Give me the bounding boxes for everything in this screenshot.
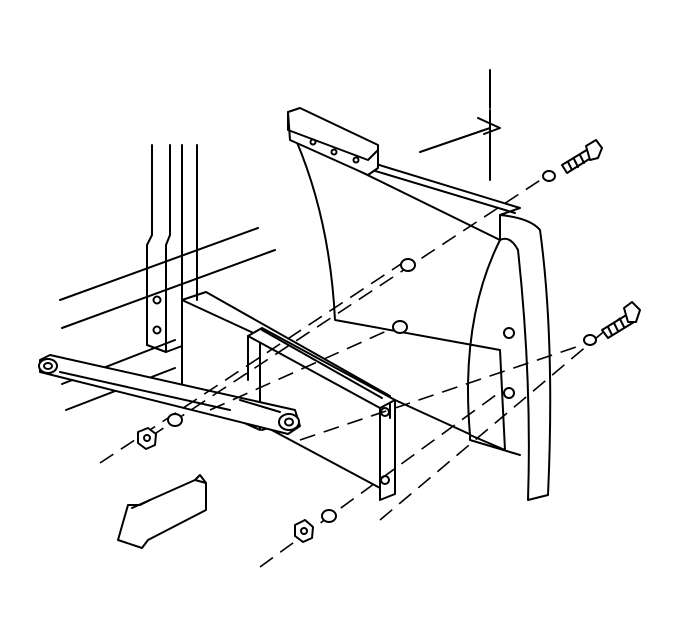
alignment-lines: [99, 174, 621, 568]
bolt-upper: [561, 139, 603, 174]
nut-bottom: [294, 519, 314, 543]
direction-arrow: [117, 474, 207, 549]
flap-hole: [503, 387, 515, 399]
rail-hole: [152, 295, 162, 305]
washer-left: [167, 413, 183, 427]
rail-hole: [152, 325, 162, 335]
frame-rail: [146, 144, 198, 353]
brace-rod: [38, 354, 301, 435]
bolt-lower: [601, 301, 641, 339]
washer-lower: [583, 334, 597, 346]
grommet-middle: [392, 320, 408, 334]
mud-flap: [287, 107, 552, 501]
flap-hole: [503, 327, 515, 339]
washer-upper: [542, 170, 556, 182]
grommet-upper: [400, 258, 416, 272]
washer-bottom: [321, 509, 337, 523]
nut-left: [137, 427, 157, 450]
